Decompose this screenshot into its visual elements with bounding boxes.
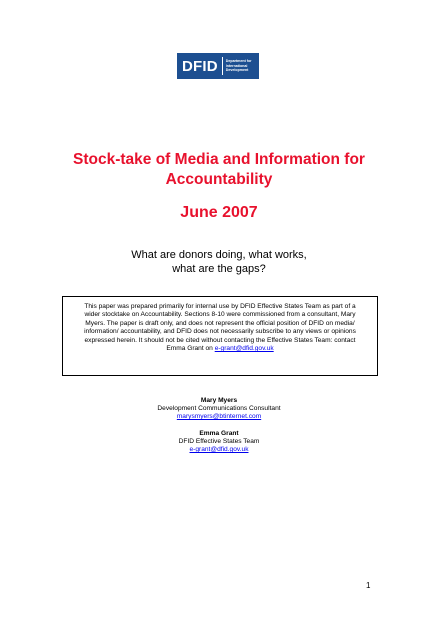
logo-word: DFID <box>182 57 218 75</box>
title-line-1: Stock-take of Media and Information for <box>73 151 365 168</box>
disclaimer-line: This paper was prepared primarily for in… <box>84 303 356 310</box>
author-role: DFID Effective States Team <box>178 437 260 445</box>
logo-sub-line: International <box>225 63 248 68</box>
author-name: Mary Myers <box>200 397 238 404</box>
disclaimer-line: Myers. The paper is draft only, and does… <box>85 319 355 327</box>
logo-sub-line: Department for <box>225 59 252 64</box>
subtitle-line-2: what are the gaps? <box>172 263 266 275</box>
document-title: Stock-take of Media and Information for … <box>0 150 438 190</box>
title-line-2: Accountability <box>165 171 273 188</box>
disclaimer-line: expressed herein. It should not be cited… <box>84 336 356 344</box>
authors-block: Mary Myers Development Communications Co… <box>0 397 438 454</box>
logo-sub-line: Development <box>225 68 249 73</box>
author-name: Emma Grant <box>199 429 239 437</box>
disclaimer-contact: Emma Grant on e-grant@dfid.gov.uk <box>69 345 371 353</box>
contact-prefix: Emma Grant on <box>166 345 215 353</box>
dfid-logo: DFID Department for International Develo… <box>177 53 259 79</box>
author-email-link[interactable]: e-grant@dfid.gov.uk <box>189 446 249 454</box>
subtitle-line-1: What are donors doing, what works, <box>131 249 307 261</box>
author-email-link[interactable]: marysmyers@btinternet.com <box>176 413 262 421</box>
contact-email-link[interactable]: e-grant@dfid.gov.uk <box>214 345 274 353</box>
page-number: 1 <box>366 581 371 590</box>
disclaimer-line: information/ accountability, and DFID do… <box>84 328 356 336</box>
document-date: June 2007 <box>180 204 258 221</box>
logo-subtext: Department for International Development <box>226 59 252 72</box>
document-subtitle: What are donors doing, what works, what … <box>0 248 438 276</box>
disclaimer-box: This paper was prepared primarily for in… <box>62 296 378 376</box>
author-spacer <box>0 422 438 430</box>
logo-divider <box>221 57 223 75</box>
author-role: Development Communications Consultant <box>157 405 281 413</box>
disclaimer-line: wider stocktake on Accountability. Secti… <box>84 311 356 319</box>
